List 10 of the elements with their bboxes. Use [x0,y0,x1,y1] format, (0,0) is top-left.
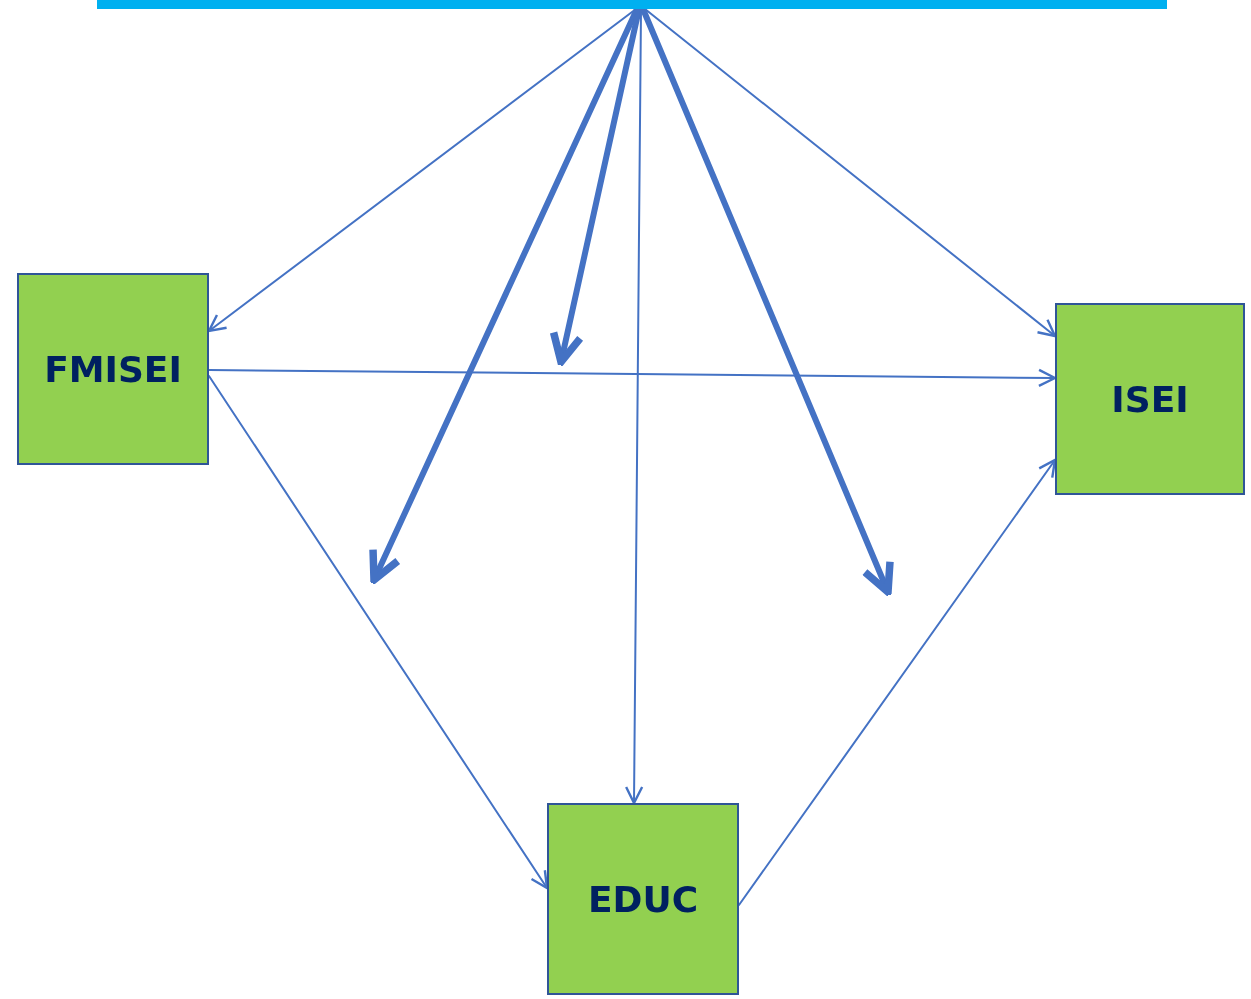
variable-box: FMISEI [17,273,209,465]
arrow [549,6,642,366]
arrow [644,8,1057,338]
arrow [738,458,1057,906]
variable-box: ISEI [1055,303,1245,495]
arrow [208,368,1057,388]
arrow [208,375,549,890]
arrow [640,6,894,596]
bar [97,0,1167,9]
variable-box: EDUC [547,803,739,995]
